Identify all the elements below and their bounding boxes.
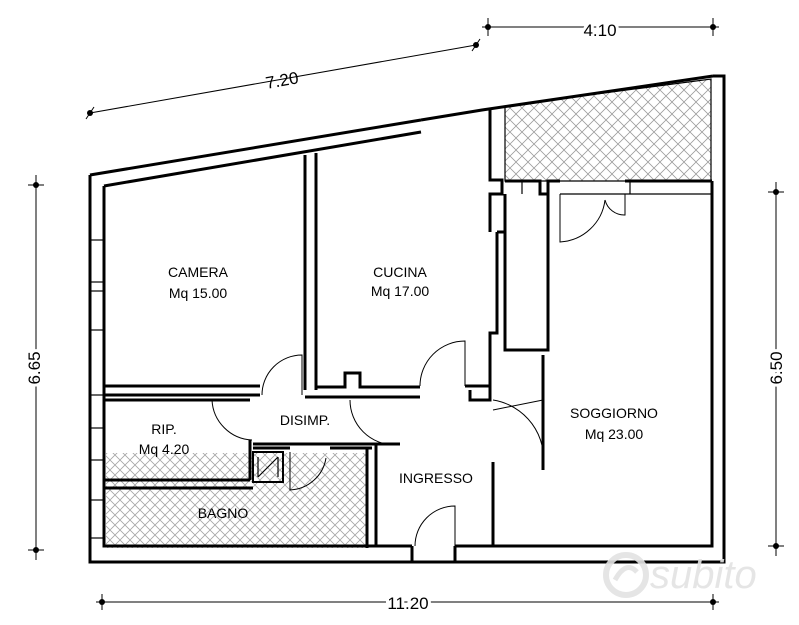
dimension-right: 6.50	[764, 182, 789, 556]
dimension-left-value: 6.65	[25, 351, 44, 384]
room-rip-area: Mq 4.20	[139, 441, 190, 457]
room-ingresso-name: INGRESSO	[399, 470, 473, 486]
dimension-bottom-value: 11.20	[387, 594, 428, 613]
room-camera-name: CAMERA	[168, 264, 229, 280]
bagno-hatch	[106, 453, 367, 548]
watermark: subito	[603, 552, 757, 598]
interior-walls	[104, 110, 712, 562]
dimension-top-left: 7.20	[85, 38, 481, 120]
room-camera-area: Mq 15.00	[169, 285, 228, 301]
room-cucina-name: CUCINA	[373, 264, 427, 280]
room-rip-name: RIP.	[151, 421, 176, 437]
dimension-right-value: 6.50	[767, 351, 786, 384]
watermark-logo-icon	[603, 552, 649, 598]
doors	[211, 194, 626, 547]
outer-walls	[88, 74, 726, 564]
room-cucina-area: Mq 17.00	[371, 283, 430, 299]
dimension-top-left-value: 7.20	[264, 68, 300, 92]
room-bagno-name: BAGNO	[198, 505, 249, 521]
dimension-top-right-value: 4.10	[583, 21, 616, 40]
dimension-top-right: 4.10	[482, 18, 719, 43]
room-disimp-name: DISIMP.	[280, 412, 330, 428]
room-soggiorno-area: Mq 23.00	[585, 426, 644, 442]
dimension-bottom: 11.20	[96, 591, 719, 616]
dimension-left: 6.65	[22, 175, 47, 560]
room-soggiorno-name: SOGGIORNO	[570, 405, 658, 421]
terrace-hatch	[504, 78, 712, 182]
watermark-text: subito	[650, 553, 757, 597]
